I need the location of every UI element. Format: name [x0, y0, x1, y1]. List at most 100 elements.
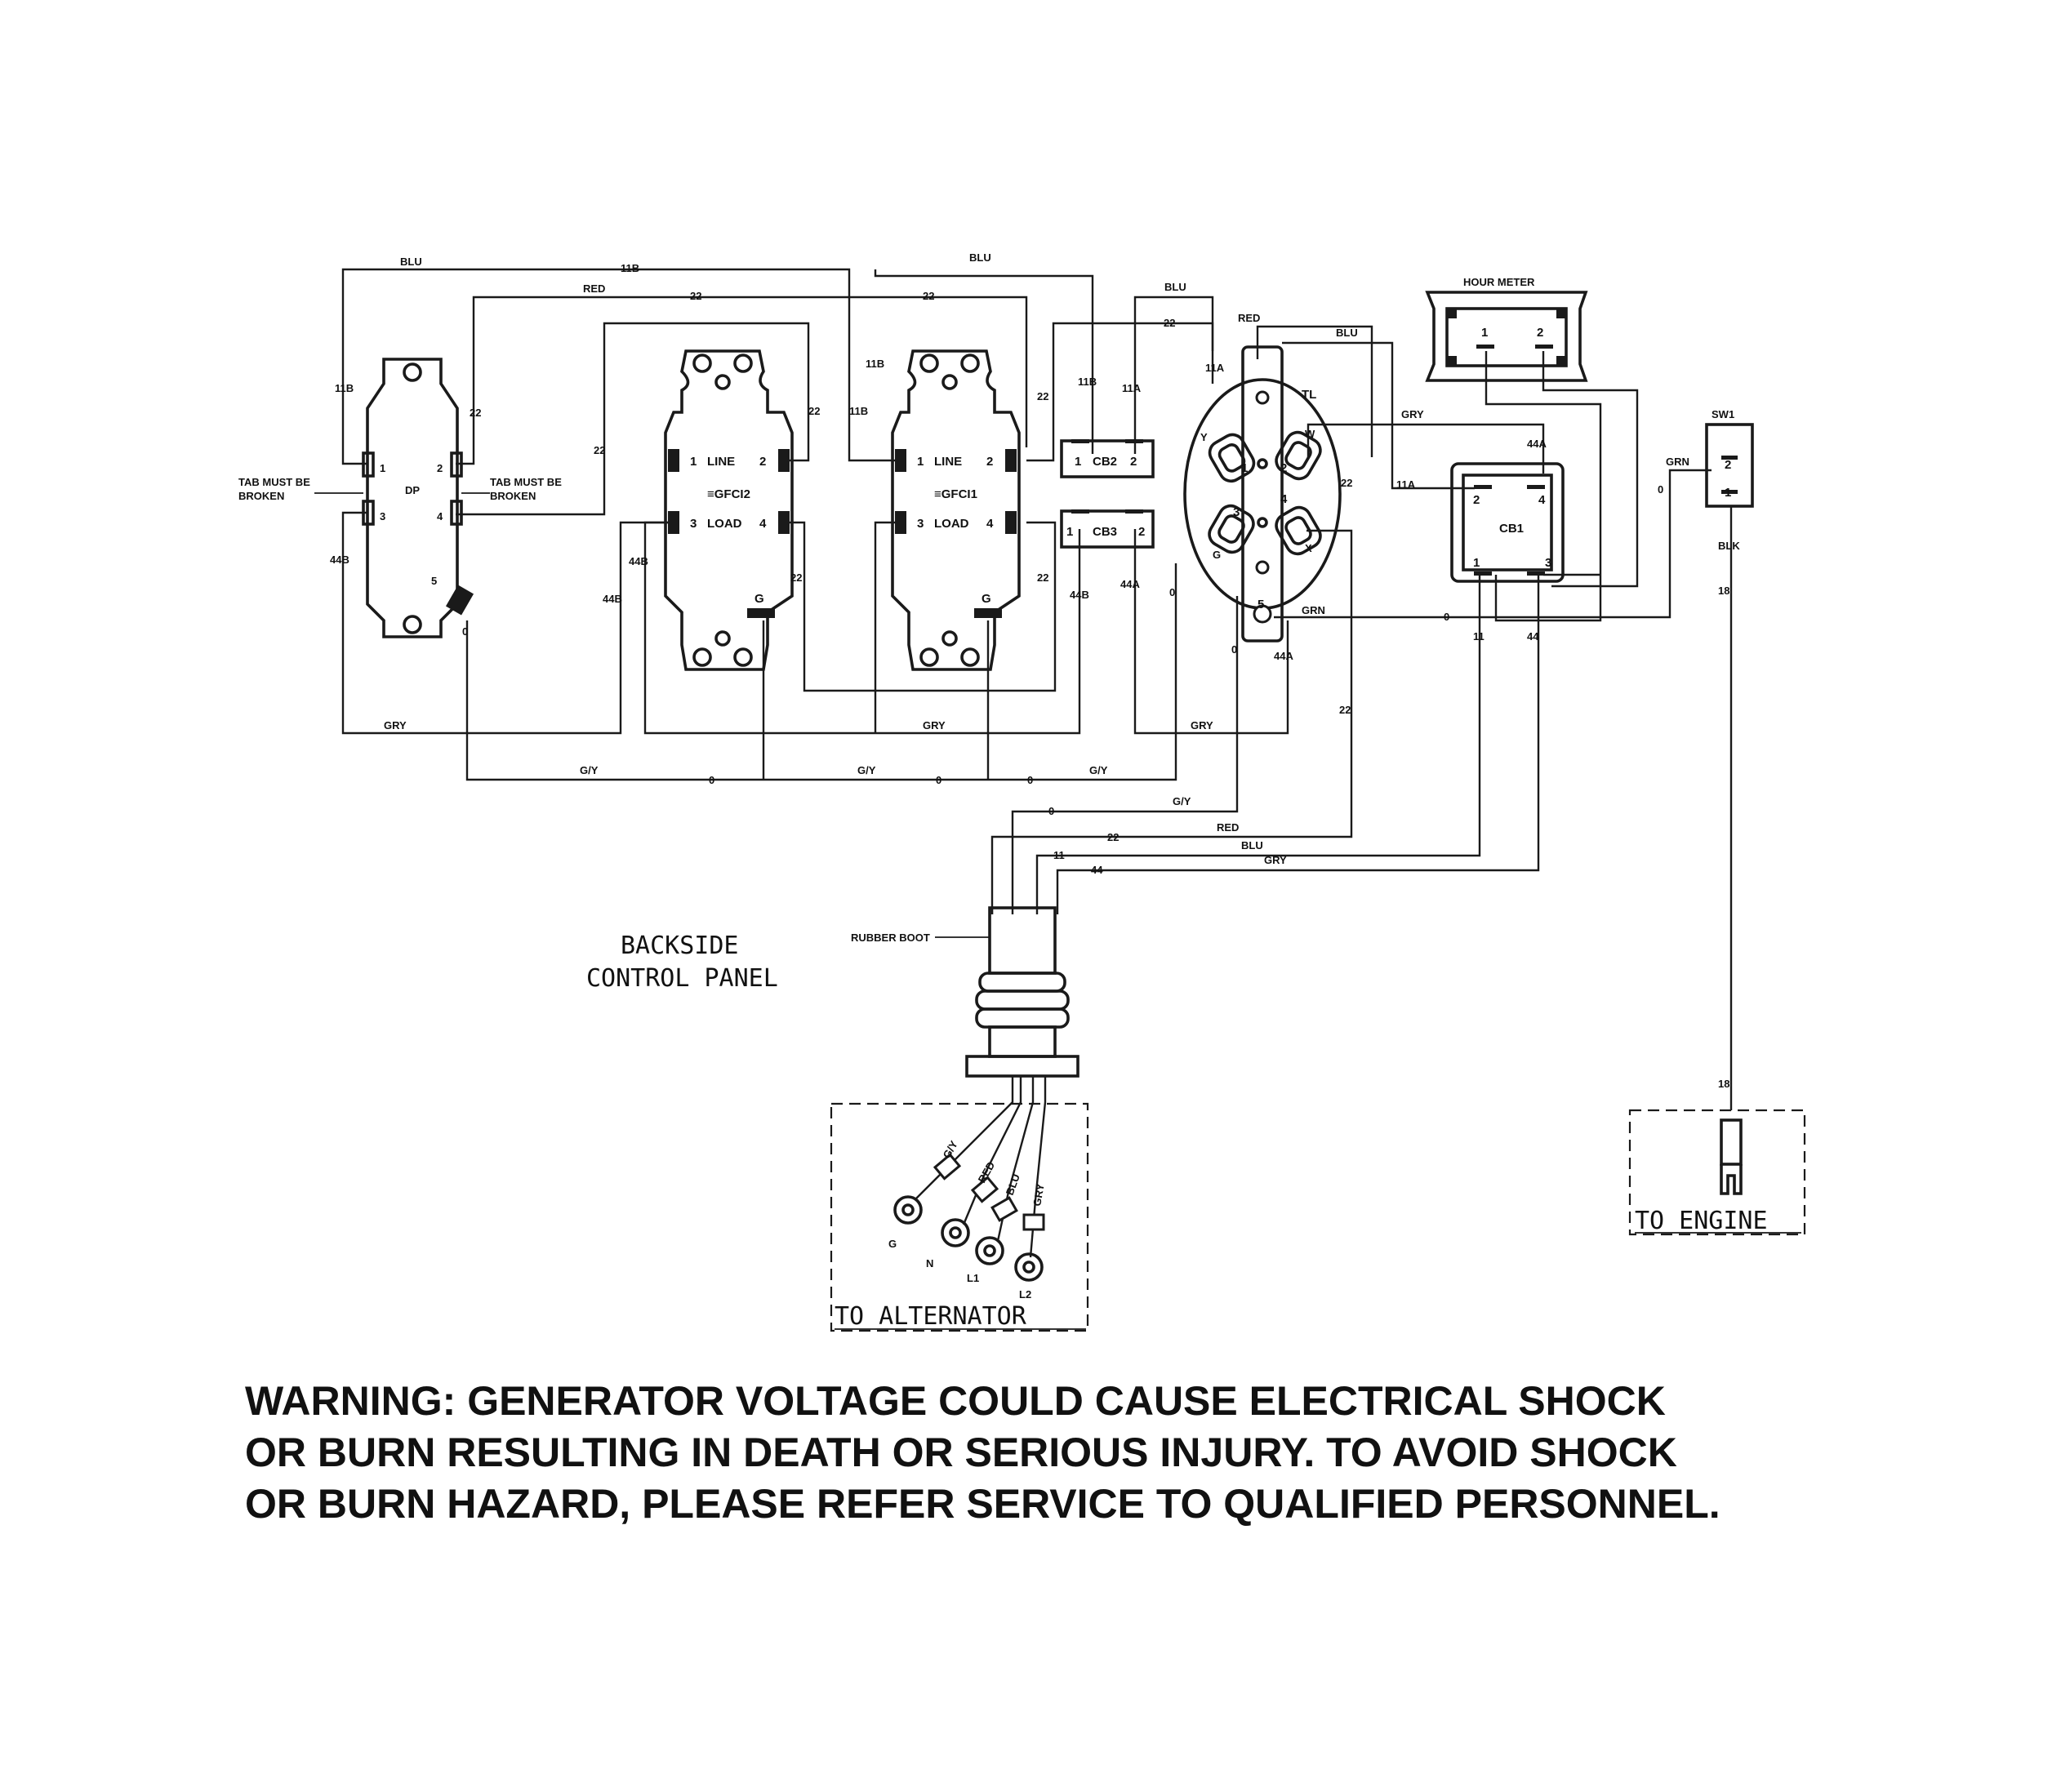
label-grn: GRN: [1666, 456, 1689, 468]
dp-tab-left-2: BROKEN: [238, 490, 284, 502]
engine-title: TO ENGINE: [1635, 1207, 1768, 1235]
wire-44b-gfci1: [874, 521, 897, 733]
label-grn: GRN: [1302, 604, 1325, 616]
gfci2-line: LINE: [707, 455, 735, 469]
dp-pin2: 2: [437, 462, 443, 474]
cb3-breaker: 1 CB3 2: [1060, 509, 1155, 549]
label-blu: BLU: [400, 256, 422, 268]
alternator-box: [830, 1102, 1089, 1332]
cb1-label: CB1: [1499, 522, 1524, 536]
label-11b: 11B: [866, 358, 884, 370]
wire-labels: BLU 11B RED 22 22 BLU 11B 22 44B 0 22 44…: [330, 251, 1729, 1090]
rubber-boot-label: RUBBER BOOT: [851, 932, 930, 944]
cb1-breaker: CB1 2 4 1 3: [1450, 462, 1565, 583]
label-blu: BLU: [969, 251, 991, 264]
label-44: 44: [1527, 630, 1539, 643]
label-22: 22: [1107, 831, 1119, 843]
label-11a: 11A: [1122, 382, 1142, 394]
wire-44a: [1133, 529, 1289, 735]
label-0: 0: [1658, 483, 1663, 496]
warning-line-1: WARNING: GENERATOR VOLTAGE COULD CAUSE E…: [245, 1378, 1666, 1424]
cb1-pin1: 1: [1473, 556, 1480, 570]
tl-g: G: [1213, 549, 1221, 561]
tl-pin2: 2: [1280, 461, 1287, 475]
label-gry: GRY: [1264, 854, 1287, 866]
gfci2-pin1: 1: [690, 455, 697, 469]
cb2-label: CB2: [1093, 455, 1117, 469]
wire-gy-ground: [465, 563, 1177, 781]
lead-gry: GRY: [1030, 1182, 1047, 1207]
label-gy: G/Y: [1173, 795, 1191, 807]
terminal-l2: L2: [1019, 1288, 1031, 1301]
label-22: 22: [923, 290, 934, 302]
label-11a: 11A: [1205, 362, 1225, 374]
label-red: RED: [583, 282, 605, 295]
dp-pin5: 5: [431, 575, 437, 587]
gfci2-load: LOAD: [707, 517, 742, 531]
sw1-switch: SW1 2 1 BLK: [1705, 408, 1754, 552]
engine-connector: TO ENGINE: [1628, 1109, 1806, 1236]
hour-meter: HOUR METER 1 2: [1425, 276, 1588, 382]
dp-pin4: 4: [437, 510, 443, 522]
cb3-label: CB3: [1093, 525, 1117, 539]
sw1-pin1: 1: [1725, 486, 1731, 500]
label-0: 0: [1048, 805, 1054, 817]
alternator-harness: RUBBER BOOT G/Y RED BLU GRY G N L1 L2 TO…: [830, 906, 1089, 1332]
terminal-g: G: [888, 1238, 897, 1250]
label-22: 22: [1339, 704, 1351, 716]
gfci2-ground: G: [755, 592, 764, 606]
label-18: 18: [1718, 585, 1729, 597]
tl-receptacle: TL 1 2 3 4 5 Y W G X: [1183, 345, 1342, 643]
dp-device: DP 1 2 3 4 5 TAB MUST BE BROKEN TAB MUST…: [238, 358, 562, 638]
dp-tab-right-1: TAB MUST BE: [490, 476, 562, 488]
wire-blu-11a: [1282, 341, 1475, 490]
gfci2-pin4: 4: [759, 517, 767, 531]
tl-pin1: 1: [1241, 461, 1248, 475]
label-blu: BLU: [1164, 281, 1186, 293]
tl-pin4: 4: [1280, 492, 1288, 506]
cb1-pin4: 4: [1538, 493, 1546, 507]
label-44a: 44A: [1274, 650, 1293, 662]
label-44: 44: [1091, 864, 1103, 876]
gfci1-load: LOAD: [934, 517, 969, 531]
dp-label: DP: [405, 484, 420, 496]
wire-grn-0: [1274, 469, 1712, 619]
label-blu: BLU: [1336, 327, 1358, 339]
gfci1-pin2: 2: [986, 455, 993, 469]
backside-line2: CONTROL PANEL: [586, 964, 778, 993]
label-44b: 44B: [330, 554, 349, 566]
dp-tab-right-2: BROKEN: [490, 490, 536, 502]
label-0: 0: [1444, 611, 1449, 623]
wire-44-gry: [1056, 575, 1540, 914]
label-blu: BLU: [1241, 839, 1263, 852]
wire-22-red-dp: [456, 296, 1028, 465]
label-gy: G/Y: [580, 764, 599, 776]
label-gry: GRY: [923, 719, 946, 731]
sw1-pin2: 2: [1725, 458, 1731, 472]
label-22: 22: [690, 290, 701, 302]
gfci1-pin4: 4: [986, 517, 994, 531]
gfci1-pin3: 3: [917, 517, 924, 531]
hour-meter-pin2: 2: [1537, 326, 1543, 340]
label-22: 22: [1037, 571, 1048, 584]
dp-pin1: 1: [380, 462, 385, 474]
backside-caption: BACKSIDE CONTROL PANEL: [586, 932, 778, 993]
tl-pin3: 3: [1233, 505, 1240, 519]
cb1-pin2: 2: [1473, 493, 1480, 507]
warning-notice: WARNING: GENERATOR VOLTAGE COULD CAUSE E…: [245, 1376, 2041, 1530]
label-44a: 44A: [1527, 438, 1547, 450]
gfci1-pin1: 1: [917, 455, 924, 469]
wire-22-loop: [784, 521, 1057, 692]
label-gry: GRY: [1191, 719, 1213, 731]
terminal-l1: L1: [967, 1272, 979, 1284]
warning-line-3: OR BURN HAZARD, PLEASE REFER SERVICE TO …: [245, 1481, 1720, 1527]
label-22: 22: [790, 571, 802, 584]
wire-red-tl: [1256, 325, 1373, 457]
label-11: 11: [1473, 630, 1485, 643]
label-11b: 11B: [621, 262, 639, 274]
cb1-pin3: 3: [1545, 556, 1551, 570]
cb2-breaker: 1 CB2 2: [1060, 439, 1155, 478]
wires: [341, 268, 1733, 1110]
tl-label: TL: [1302, 388, 1316, 402]
